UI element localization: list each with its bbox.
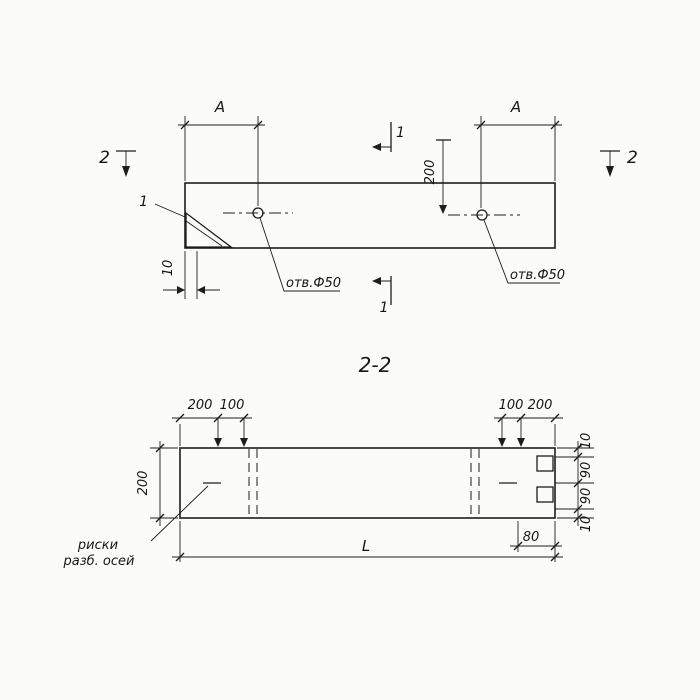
beam-outline-plan — [184, 182, 556, 249]
dim-right-90-upper: 90 — [579, 462, 594, 479]
dim-length-label: L — [362, 537, 370, 555]
dims-right-side — [555, 441, 594, 526]
section-mark-1-bottom — [372, 276, 392, 305]
dim-200-left-label: 200 — [136, 471, 151, 496]
dim-10-plan — [163, 251, 220, 299]
dim-a-left — [178, 116, 265, 206]
hole-left-label: отв.Ф50 — [286, 276, 341, 291]
hole-left — [223, 207, 293, 219]
dims-bottom — [172, 521, 563, 562]
detail-leader-line — [154, 203, 186, 218]
dim-top-left-100: 100 — [220, 398, 245, 413]
dim-top-right-200: 200 — [528, 398, 553, 413]
section-mark-1-top-label: 1 — [396, 125, 405, 141]
hole-right-label: отв.Ф50 — [510, 268, 565, 283]
dim-200-plan-label: 200 — [423, 160, 438, 185]
plan-view: 1 A A — [99, 98, 638, 316]
hole-right-leader — [483, 219, 560, 284]
section-mark-2-right — [600, 150, 620, 177]
section-mark-1-bottom-label: 1 — [380, 300, 389, 316]
dim-200-left-section — [150, 441, 178, 526]
note-leader-line — [150, 485, 209, 542]
hole-left-leader — [259, 217, 340, 292]
dim-200-plan — [436, 139, 451, 214]
hidden-lines — [248, 449, 480, 517]
section-title: 2-2 — [359, 353, 392, 377]
dims-top-right — [494, 413, 563, 447]
dim-a-right — [474, 116, 562, 208]
dim-right-10-top: 10 — [579, 433, 594, 450]
corner-triangle-detail — [185, 211, 233, 248]
section-mark-2-left — [116, 150, 136, 177]
beam-outline-section — [179, 447, 556, 519]
dim-10-plan-label: 10 — [161, 260, 176, 277]
dim-a-right-label: A — [510, 98, 521, 116]
dim-a-left-label: A — [214, 98, 225, 116]
note-line2: разб. осей — [63, 554, 135, 569]
dim-80-label: 80 — [523, 530, 540, 545]
dim-top-right-100: 100 — [499, 398, 524, 413]
end-notch-bottom — [536, 486, 554, 503]
dim-top-left-200: 200 — [188, 398, 213, 413]
section-view: 2-2 200 — [63, 353, 594, 569]
dims-top-left — [172, 413, 252, 447]
section-mark-2-left-label: 2 — [99, 148, 110, 168]
detail-leader-label: 1 — [139, 194, 148, 210]
end-notch-top — [536, 455, 554, 472]
section-mark-1-top — [372, 122, 392, 152]
dim-right-10-bottom: 10 — [579, 516, 594, 533]
dim-right-90-lower: 90 — [579, 488, 594, 505]
note-line1: риски — [77, 538, 118, 553]
section-mark-2-right-label: 2 — [627, 148, 638, 168]
hole-right — [448, 209, 520, 221]
